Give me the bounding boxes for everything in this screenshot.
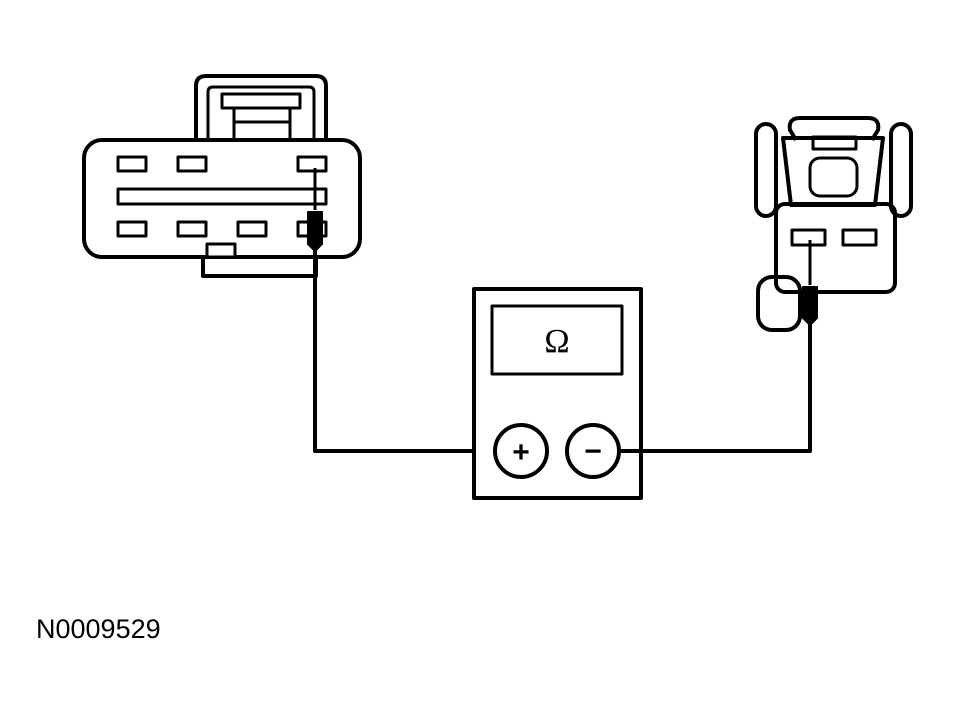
terminal-slot — [296, 155, 328, 173]
multimeter-display — [490, 304, 624, 376]
multimeter-body — [472, 287, 643, 500]
left-connector-lower-key — [201, 257, 318, 278]
right-test-lead — [619, 318, 812, 453]
terminal-slot — [176, 155, 208, 173]
right-connector-lower-body — [774, 202, 897, 294]
right-probe — [802, 240, 818, 326]
terminal-slot — [116, 220, 148, 238]
left-connector-latch-tab — [220, 92, 302, 110]
right-connector-left-arm — [754, 122, 778, 218]
negative-symbol: − — [584, 435, 602, 468]
terminal-slot — [236, 220, 268, 238]
right-connector — [754, 116, 913, 332]
left-connector-latch-detail — [232, 108, 292, 140]
left-connector-latch-inner — [206, 85, 316, 140]
right-connector-right-arm — [889, 122, 913, 218]
left-probe-body — [307, 211, 323, 252]
terminal-slot — [116, 155, 148, 173]
left-connector-terminals — [116, 155, 328, 238]
left-test-lead — [313, 248, 474, 453]
left-connector — [82, 74, 362, 278]
left-connector-latch — [194, 74, 328, 140]
terminal-slot — [841, 228, 878, 247]
right-probe-body — [802, 286, 818, 326]
ohm-symbol: Ω — [544, 323, 569, 360]
terminal-slot — [176, 220, 208, 238]
positive-symbol: + — [512, 436, 530, 469]
right-connector-side-tab — [756, 275, 802, 332]
positive-terminal — [493, 423, 549, 479]
left-connector-center-notch — [205, 242, 237, 259]
left-connector-rail — [116, 187, 328, 206]
multimeter — [472, 287, 643, 500]
left-probe — [307, 168, 323, 252]
right-connector-window — [808, 156, 859, 198]
right-connector-top-cap — [787, 116, 881, 142]
figure-id: N0009529 — [36, 614, 161, 644]
